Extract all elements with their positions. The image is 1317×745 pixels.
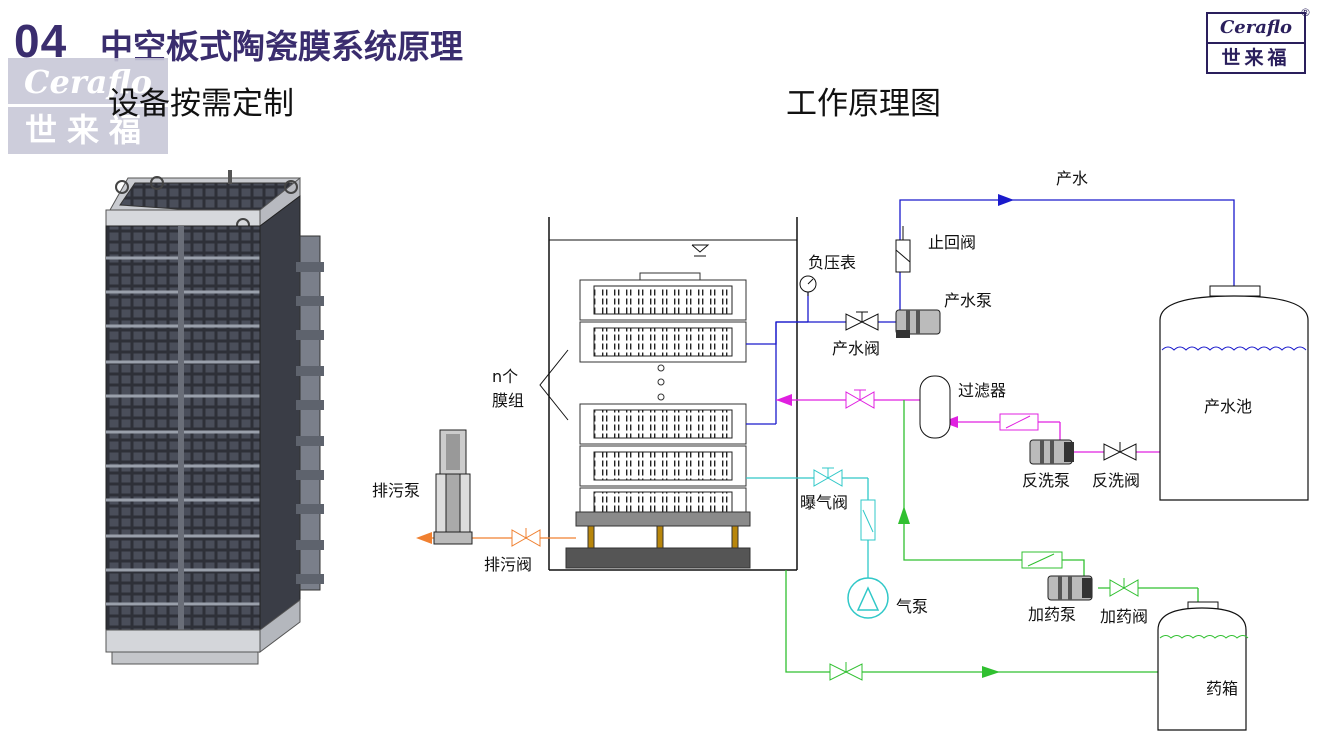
backwash-line-valve[interactable] <box>845 389 875 409</box>
air-check-valve <box>860 499 876 541</box>
check-valve <box>895 226 911 273</box>
product-water-line <box>746 199 1235 425</box>
backwash-valve[interactable] <box>1103 442 1137 461</box>
label-air-pump: 气泵 <box>896 597 928 616</box>
filter <box>919 375 951 439</box>
flow-arrow <box>998 194 1014 206</box>
backwash-check-valve <box>999 413 1039 431</box>
drain-pump <box>433 429 473 545</box>
dosing-tank <box>1157 601 1249 731</box>
label-drain-pump: 排污泵 <box>372 481 420 500</box>
label-product-pump: 产水泵 <box>944 291 992 310</box>
label-aeration-valve: 曝气阀 <box>800 493 848 512</box>
label-drain-valve: 排污阀 <box>484 555 532 574</box>
air-pump <box>847 577 889 619</box>
watermark-en: Ceraflo <box>8 60 168 107</box>
dosing-pump <box>1047 575 1093 601</box>
air-line <box>746 477 869 578</box>
label-product-water: 产水 <box>1056 169 1088 188</box>
membrane-tank <box>548 217 798 571</box>
vacuum-gauge <box>799 275 817 296</box>
label-n-count: n个 <box>492 367 518 386</box>
label-backwash-valve: 反洗阀 <box>1092 471 1140 490</box>
dosing-check-valve <box>1021 551 1063 569</box>
product-valve[interactable] <box>845 311 879 331</box>
watermark-logo: Ceraflo 世来福 <box>8 58 168 154</box>
label-membrane-group: 膜组 <box>492 391 524 410</box>
watermark-cn: 世来福 <box>24 111 151 149</box>
label-dosing-pump: 加药泵 <box>1028 605 1076 624</box>
brand-logo: Ceraflo 世来福 <box>1206 12 1306 74</box>
label-product-valve: 产水阀 <box>832 339 880 358</box>
drain-valve[interactable] <box>511 528 541 547</box>
aeration-valve[interactable] <box>813 467 843 487</box>
diagram-subtitle: 工作原理图 <box>786 86 941 122</box>
backwash-pump <box>1029 439 1074 465</box>
equipment-subtitle: 设备按需定制 <box>108 86 294 122</box>
label-dosing-valve: 加药阀 <box>1100 607 1148 626</box>
label-dosing-tank: 药箱 <box>1206 679 1238 698</box>
backwash-line <box>776 399 1168 453</box>
label-product-tank: 产水池 <box>1204 397 1252 416</box>
registered-mark: ® <box>1300 6 1311 19</box>
label-check-valve: 止回阀 <box>928 233 976 252</box>
bottom-green-valve[interactable] <box>829 662 863 681</box>
label-filter: 过滤器 <box>958 381 1006 400</box>
label-backwash-pump: 反洗泵 <box>1022 471 1070 490</box>
label-vacuum-gauge: 负压表 <box>808 253 856 272</box>
brand-logo-cn: 世来福 <box>1221 47 1291 69</box>
product-water-tank <box>1159 285 1309 501</box>
membrane-modules <box>565 272 751 569</box>
membrane-equipment-illustration <box>105 170 324 665</box>
brand-logo-en: Ceraflo <box>1208 14 1304 44</box>
product-pump <box>895 309 941 338</box>
dosing-valve[interactable] <box>1109 578 1139 597</box>
